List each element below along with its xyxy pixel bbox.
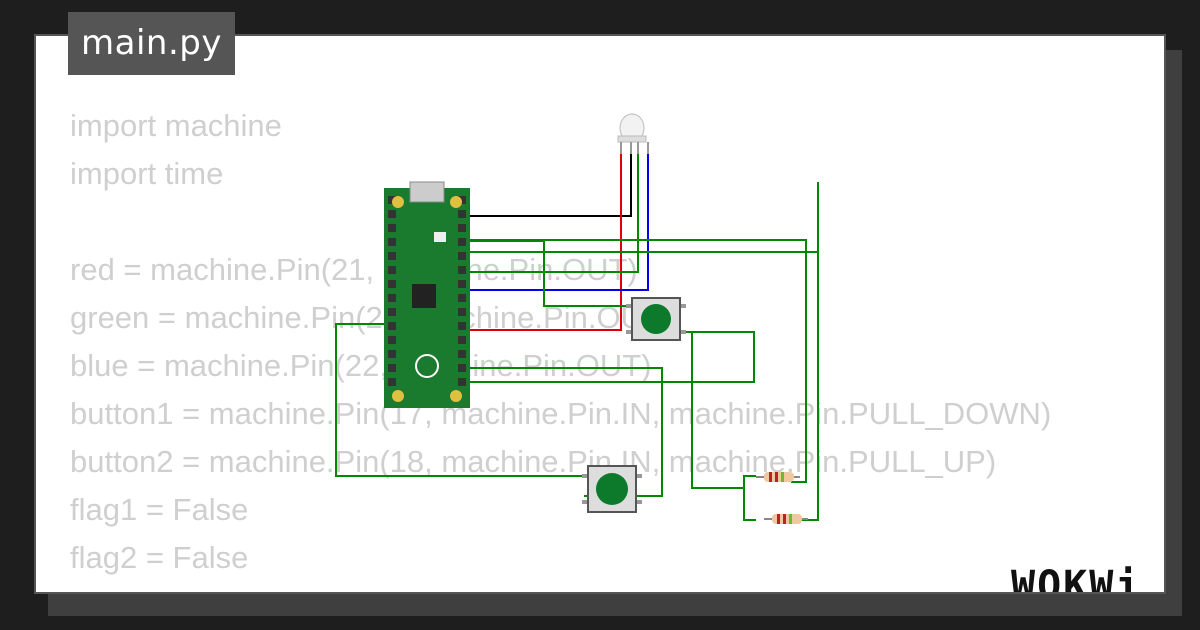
button-cap-icon — [596, 473, 628, 505]
wire-led-blue — [466, 154, 649, 291]
rp2040-chip-icon — [412, 284, 436, 308]
wire-led-ground — [466, 154, 632, 217]
code-line: import machine — [70, 108, 282, 143]
wokwi-logo: WOKWi — [1011, 563, 1142, 594]
filename-label: main.py — [81, 23, 222, 63]
pushbutton-1[interactable] — [626, 297, 686, 341]
wire-resistor-link — [743, 488, 756, 521]
wire-pico-to-button2 — [335, 323, 584, 477]
pushbutton-2[interactable] — [582, 465, 642, 513]
wire-led-red — [466, 154, 622, 331]
mount-hole-icon — [392, 196, 404, 208]
pin-header-right — [458, 196, 466, 386]
resistor-2[interactable] — [764, 514, 808, 524]
wire-button1-right — [466, 331, 755, 383]
wire-button1-to-resistor — [686, 331, 756, 489]
circuit-diagram — [335, 113, 819, 524]
wire-vcc-resistor1 — [466, 239, 807, 483]
resistor-1[interactable] — [756, 472, 800, 482]
pin-header-left — [388, 196, 396, 386]
mount-hole-icon — [450, 390, 462, 402]
rgb-led[interactable] — [617, 113, 649, 154]
raspberry-pi-pico-board[interactable] — [384, 181, 470, 408]
code-line: button1 = machine.Pin(17, machine.Pin.IN… — [70, 396, 1052, 431]
code-line: flag2 = False — [70, 540, 249, 575]
bootsel-button-icon — [434, 232, 446, 242]
code-line: flag1 = False — [70, 492, 249, 527]
code-line: import time — [70, 156, 224, 191]
mount-hole-icon — [450, 196, 462, 208]
wire-button1-left — [466, 240, 632, 307]
mount-hole-icon — [392, 390, 404, 402]
button-cap-icon — [641, 304, 671, 334]
code-line: counter = 0 — [70, 582, 1051, 592]
wire-resistor2-right — [466, 182, 819, 521]
wire-led-green — [466, 154, 639, 273]
raspberry-logo-icon — [415, 354, 439, 378]
filename-tab[interactable]: main.py — [68, 12, 235, 75]
usb-port-icon — [409, 181, 445, 203]
